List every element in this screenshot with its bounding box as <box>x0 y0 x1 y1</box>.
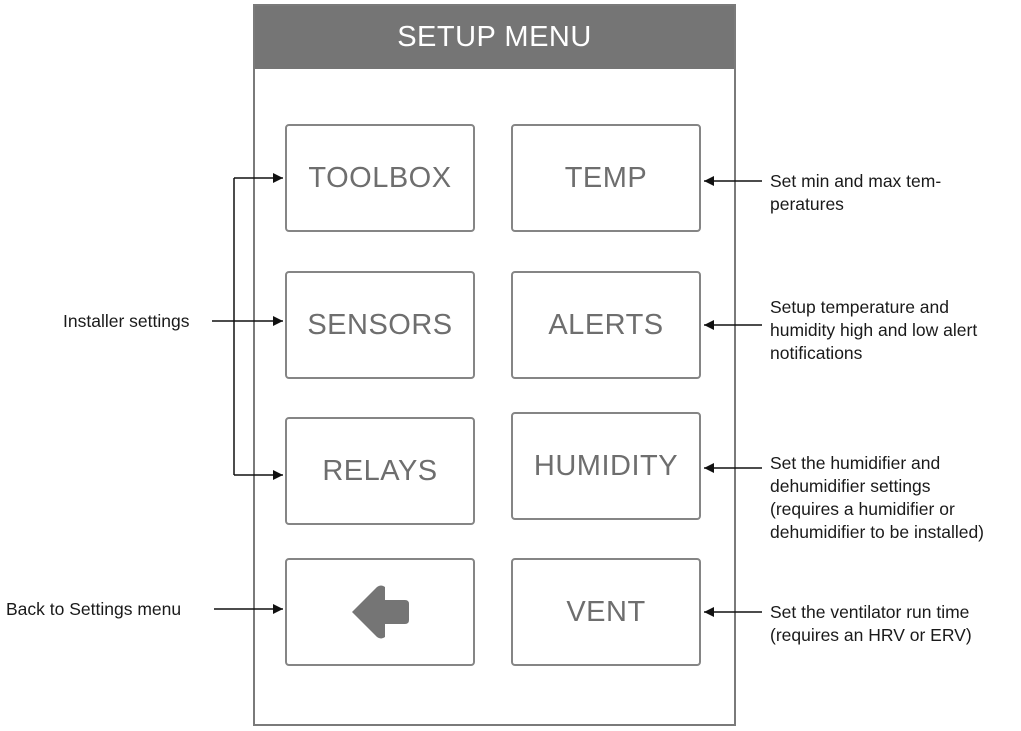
back-to-settings-label: Back to Settings menu <box>6 599 182 619</box>
temp-note: Set min and max tem- peratures <box>770 171 942 214</box>
toolbox-button[interactable]: TOOLBOX <box>285 124 475 232</box>
back-button[interactable] <box>285 558 475 666</box>
vent-note: Set the ventilator run time (requires an… <box>770 602 972 645</box>
installer-settings-label: Installer settings <box>63 311 190 331</box>
sensors-button[interactable]: SENSORS <box>285 271 475 379</box>
vent-button[interactable]: VENT <box>511 558 701 666</box>
humidity-note: Set the humidifier and dehumidifier sett… <box>770 453 985 542</box>
left-arrow-icon <box>352 585 409 639</box>
temp-button[interactable]: TEMP <box>511 124 701 232</box>
alerts-note: Setup temperature and humidity high and … <box>770 297 978 363</box>
relays-button[interactable]: RELAYS <box>285 417 475 525</box>
humidity-button[interactable]: HUMIDITY <box>511 412 701 520</box>
alerts-button[interactable]: ALERTS <box>511 271 701 379</box>
page-title: SETUP MENU <box>255 6 734 69</box>
